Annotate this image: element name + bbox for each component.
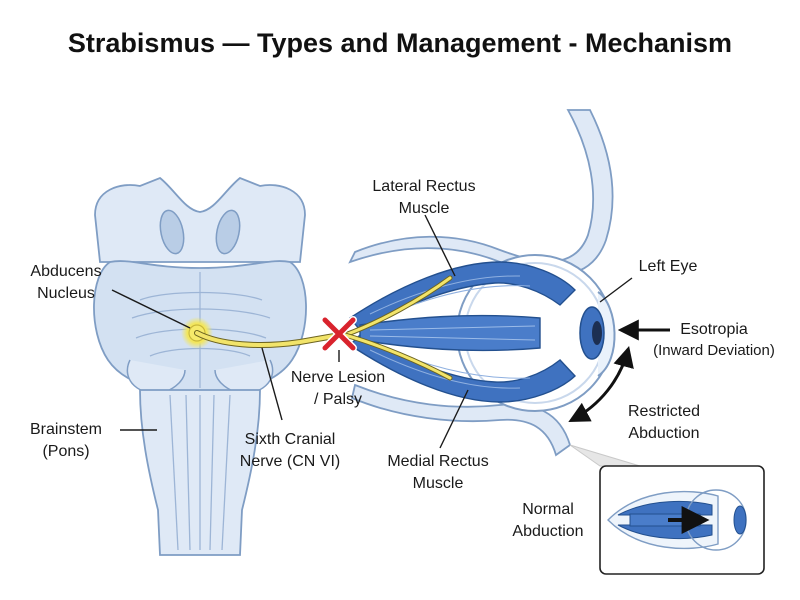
nerve-lesion-marker	[321, 316, 357, 352]
sixth-cranial-nerve	[194, 275, 453, 381]
svg-text:Muscle: Muscle	[399, 200, 450, 217]
brainstem-illustration	[93, 176, 307, 556]
normal-abduction-inset	[569, 444, 765, 575]
svg-text:Restricted: Restricted	[628, 403, 700, 420]
page-title: Strabismus — Types and Management - Mech…	[68, 28, 732, 58]
label-brainstem: Brainstem (Pons)	[30, 421, 102, 460]
label-restricted-abduction: Restricted Abduction	[628, 403, 700, 442]
svg-text:Normal: Normal	[522, 501, 574, 518]
label-medial-rectus: Medial Rectus Muscle	[387, 453, 488, 492]
label-esotropia: Esotropia (Inward Deviation)	[653, 321, 775, 359]
svg-text:(Inward Deviation): (Inward Deviation)	[653, 342, 775, 359]
label-lateral-rectus: Lateral Rectus Muscle	[372, 178, 475, 217]
label-abducens-nucleus: Abducens Nucleus	[30, 263, 101, 302]
label-nerve-lesion: Nerve Lesion / Palsy	[291, 369, 385, 408]
svg-text:Abduction: Abduction	[512, 523, 583, 540]
label-sixth-cranial-nerve: Sixth Cranial Nerve (CN VI)	[240, 431, 340, 470]
svg-text:Sixth Cranial: Sixth Cranial	[245, 431, 336, 448]
svg-text:Nerve (CN VI): Nerve (CN VI)	[240, 453, 340, 470]
svg-text:Nucleus: Nucleus	[37, 285, 95, 302]
leader-lines	[111, 214, 633, 449]
svg-text:Lateral Rectus: Lateral Rectus	[372, 178, 475, 195]
svg-text:Abduction: Abduction	[628, 425, 699, 442]
restricted-abduction-arrow	[568, 345, 634, 422]
label-left-eye: Left Eye	[639, 258, 698, 275]
svg-text:/ Palsy: / Palsy	[314, 391, 362, 408]
svg-text:Medial Rectus: Medial Rectus	[387, 453, 488, 470]
orbit-illustration	[339, 109, 614, 457]
central-rectus-muscle	[359, 314, 541, 352]
svg-text:(Pons): (Pons)	[42, 443, 89, 460]
svg-text:Abducens: Abducens	[30, 263, 101, 280]
svg-text:Brainstem: Brainstem	[30, 421, 102, 438]
label-normal-abduction: Normal Abduction	[512, 501, 583, 540]
svg-text:Esotropia: Esotropia	[680, 321, 748, 338]
svg-text:Nerve Lesion: Nerve Lesion	[291, 369, 385, 386]
svg-text:Muscle: Muscle	[413, 475, 464, 492]
